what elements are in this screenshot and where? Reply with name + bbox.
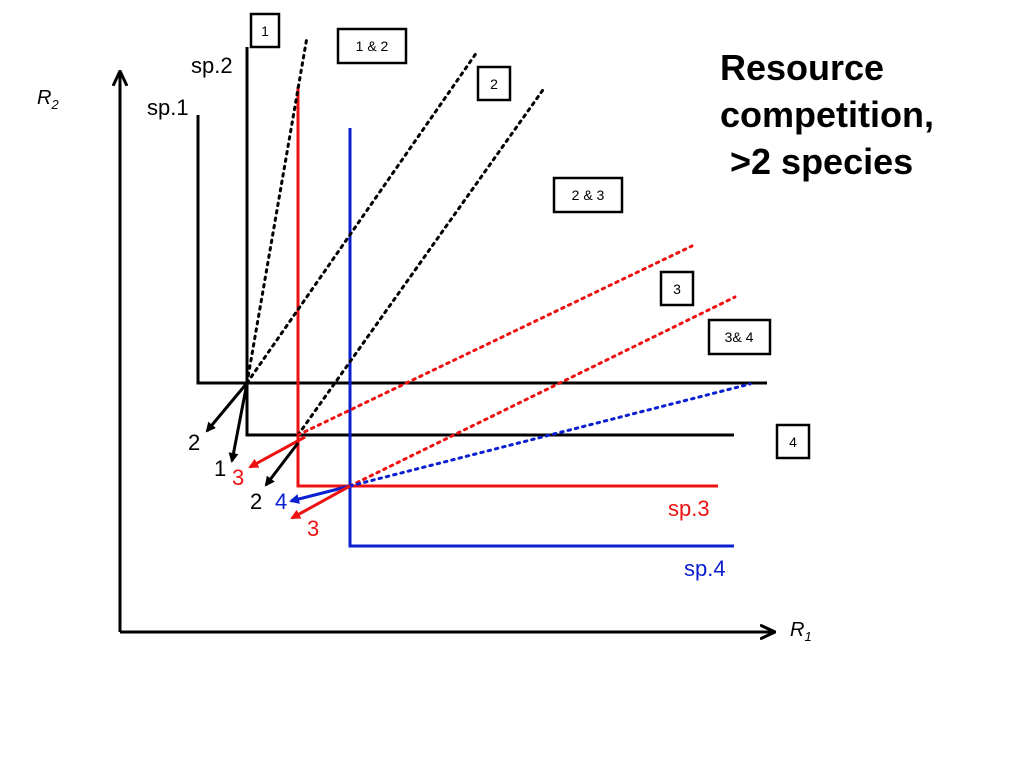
- region-box-3-and-4: 3& 4: [707, 318, 772, 356]
- boundary-line-2b: [296, 244, 694, 437]
- svg-text:4: 4: [789, 434, 797, 450]
- title-line-2: competition,: [720, 94, 934, 135]
- region-box-3: 3: [659, 270, 695, 307]
- zngi-sp1: [196, 115, 767, 385]
- vector-arrow-b-2: [264, 442, 300, 487]
- species-label-sp4: sp.4: [684, 556, 726, 581]
- region-box-2-and-3: 2 & 3: [552, 176, 624, 214]
- svg-text:3& 4: 3& 4: [725, 329, 754, 345]
- region-box-1: 1: [249, 12, 281, 49]
- svg-text:1 & 2: 1 & 2: [356, 38, 389, 54]
- zngi-sp2: [245, 47, 734, 437]
- zngi-sp4: [348, 128, 734, 548]
- vector-label-c-3: 3: [307, 516, 319, 541]
- vector-arrow-b-3: [248, 435, 306, 469]
- species-label-sp2: sp.2: [191, 53, 233, 78]
- region-box-4: 4: [775, 423, 811, 460]
- vector-label-a-1: 1: [214, 456, 226, 481]
- svg-text:2: 2: [490, 76, 498, 92]
- region-box-2: 2: [476, 65, 512, 102]
- vector-label-b-3: 3: [232, 465, 244, 490]
- species-label-sp3: sp.3: [668, 496, 710, 521]
- species-label-sp1: sp.1: [147, 95, 189, 120]
- boundary-line-1b: [245, 50, 479, 385]
- vector-label-c-4: 4: [275, 489, 287, 514]
- boundary-line-2a: [296, 85, 547, 437]
- vector-arrow-a-2: [205, 382, 249, 433]
- vector-arrow-c-3: [290, 484, 351, 520]
- diagram-title: Resource competition, >2 species: [720, 44, 934, 185]
- svg-text:1: 1: [261, 23, 269, 39]
- vector-label-b-2: 2: [250, 489, 262, 514]
- svg-text:2 & 3: 2 & 3: [572, 187, 605, 203]
- boundary-line-3a: [348, 295, 737, 488]
- y-axis-label: R2: [37, 87, 59, 112]
- vector-arrow-c-4: [289, 484, 351, 504]
- boundary-line-1a: [245, 35, 309, 385]
- zngi-sp3: [296, 87, 718, 488]
- vector-arrow-a-1: [228, 382, 249, 463]
- boundary-line-3b: [348, 382, 752, 488]
- svg-text:3: 3: [673, 281, 681, 297]
- title-line-3: >2 species: [720, 141, 914, 182]
- vector-label-a-2: 2: [188, 430, 200, 455]
- x-axis-label: R1: [790, 619, 812, 644]
- title-line-1: Resource: [720, 47, 885, 88]
- region-box-1-and-2: 1 & 2: [336, 27, 408, 65]
